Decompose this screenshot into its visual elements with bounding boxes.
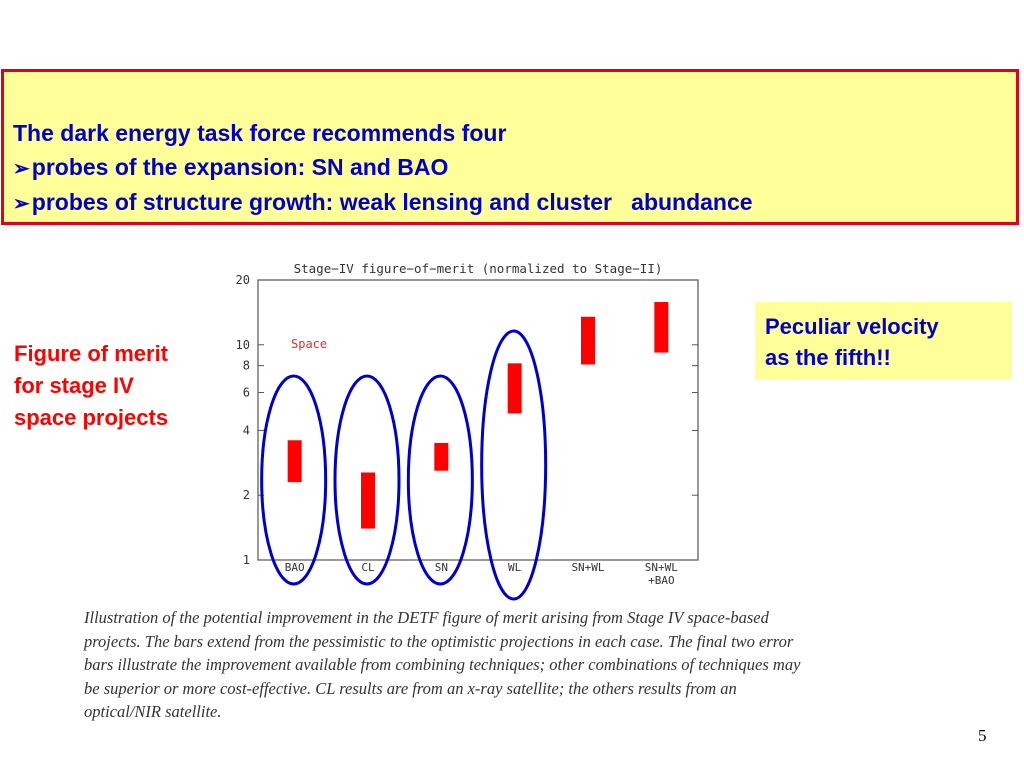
range-bar-bao	[287, 440, 302, 483]
right-box-line-2: as the fifth!!	[765, 345, 891, 370]
figure-of-merit-label: Figure of merit for stage IV space proje…	[14, 338, 168, 434]
left-label-line-1: Figure of merit	[14, 341, 169, 366]
recommendation-box: The dark energy task force recommends fo…	[1, 69, 1019, 225]
x-tick-label: BAO	[285, 561, 305, 574]
bullet-growth-probes: ➢probes of structure growth: weak lensin…	[13, 189, 753, 216]
y-tick-label: 6	[243, 386, 250, 400]
bullet-expansion-probes: ➢probes of the expansion: SN and BAO	[13, 154, 448, 181]
space-annotation: Space	[291, 337, 327, 351]
highlight-ellipse-wl	[480, 329, 548, 601]
left-label-line-3: space projects	[14, 405, 169, 430]
arrow-bullet-icon: ➢	[13, 193, 30, 215]
x-tick-label: SN+WL	[645, 561, 678, 574]
x-tick-label: WL	[508, 561, 522, 574]
y-tick-label: 8	[243, 359, 250, 373]
range-bar-cl	[361, 472, 375, 529]
left-label-line-2: for stage IV	[14, 373, 134, 398]
figure-caption: Illustration of the potential improvemen…	[84, 608, 801, 722]
y-tick-label: 1	[243, 553, 250, 567]
highlight-ellipse-cl	[333, 374, 401, 586]
bullet-expansion-text: probes of the expansion: SN and BAO	[31, 154, 449, 180]
right-box-line-1: Peculiar velocity	[765, 314, 939, 339]
y-tick-label: 20	[236, 273, 250, 287]
y-tick-label: 4	[243, 423, 250, 437]
y-tick-label: 10	[236, 338, 250, 352]
arrow-bullet-icon: ➢	[13, 158, 30, 180]
x-tick-label: CL	[361, 561, 375, 574]
x-tick-label: SN+WL	[571, 561, 604, 574]
range-bar-wl	[507, 363, 522, 414]
bullet-growth-text: probes of structure growth: weak lensing…	[31, 189, 753, 215]
highlight-ellipse-bao	[260, 374, 328, 586]
range-bar-sn-wl-bao	[654, 302, 669, 353]
range-bar-sn-wl	[581, 316, 595, 365]
highlight-ellipse-sn	[406, 374, 474, 586]
range-bar-sn	[434, 442, 449, 471]
x-tick-label: SN	[435, 561, 448, 574]
recommendation-heading: The dark energy task force recommends fo…	[13, 120, 507, 146]
y-tick-label: 2	[243, 488, 250, 502]
plot-frame	[257, 279, 699, 561]
page-number: 5	[978, 726, 987, 745]
x-tick-label: +BAO	[648, 574, 675, 587]
peculiar-velocity-box: Peculiar velocity as the fifth!!	[755, 302, 1012, 380]
chart-title: Stage−IV figure−of−merit (normalized to …	[294, 261, 663, 276]
